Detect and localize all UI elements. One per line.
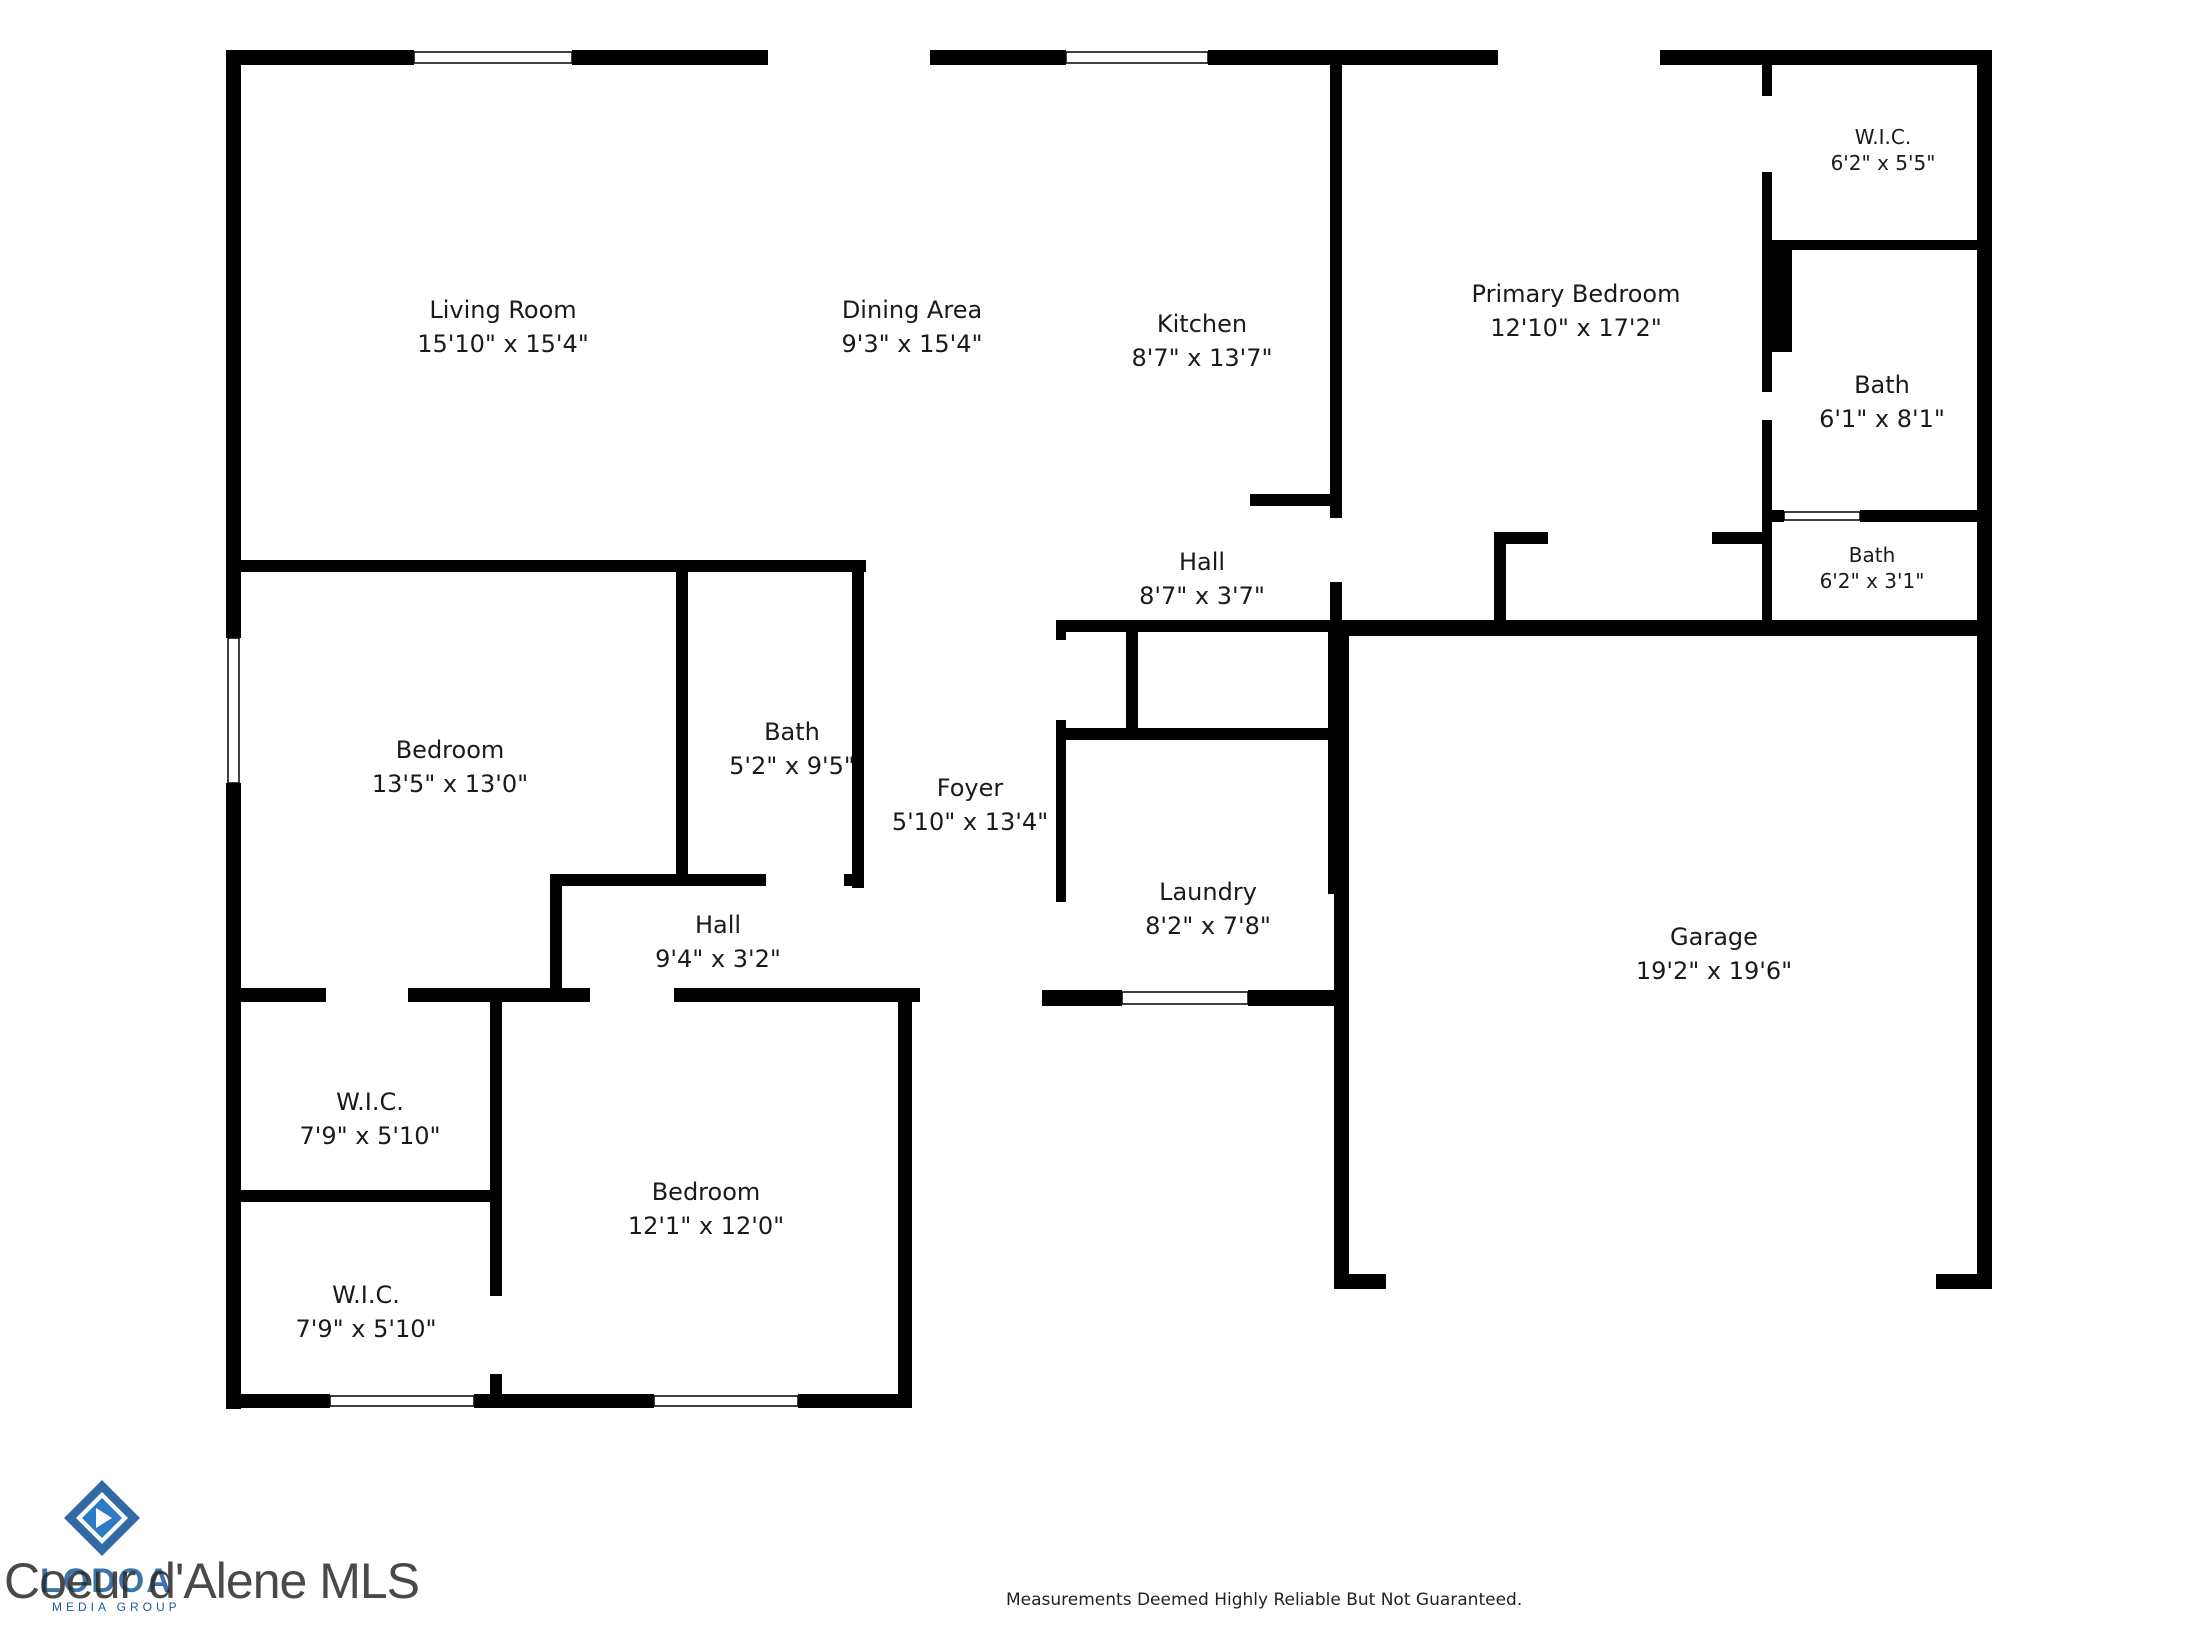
bath-hall-dimensions: 5'2" x 9'5" — [729, 752, 855, 780]
bath-small-name: Bath — [1849, 543, 1896, 567]
wic-2-name: W.I.C. — [332, 1281, 400, 1309]
play-diamond-icon — [64, 1480, 140, 1556]
dining-area-name: Dining Area — [842, 296, 982, 324]
hall-upper-dimensions: 8'7" x 3'7" — [1139, 582, 1265, 610]
walls — [226, 50, 1992, 1409]
wic-2-dimensions: 7'9" x 5'10" — [295, 1315, 436, 1343]
room-labels: Living Room 15'10" x 15'4" Dining Area 9'3"… — [295, 125, 1944, 1343]
wic-primary-dimensions: 6'2" x 5'5" — [1831, 151, 1936, 175]
hall-lower-dimensions: 9'4" x 3'2" — [655, 945, 781, 973]
primary-bedroom-name: Primary Bedroom — [1472, 280, 1681, 308]
wic-primary-name: W.I.C. — [1855, 125, 1911, 149]
living-room-name: Living Room — [429, 296, 576, 324]
bath-small-dimensions: 6'2" x 3'1" — [1820, 569, 1925, 593]
foyer-name: Foyer — [937, 774, 1004, 802]
living-room-dimensions: 15'10" x 15'4" — [417, 330, 589, 358]
logo-subtext: MEDIA GROUP — [52, 1600, 181, 1614]
bedroom-1-name: Bedroom — [396, 736, 505, 764]
laundry-dimensions: 8'2" x 7'8" — [1145, 912, 1271, 940]
kitchen-name: Kitchen — [1157, 310, 1247, 338]
wic-1-name: W.I.C. — [336, 1088, 404, 1116]
mls-watermark: Coeur d'Alene MLS — [4, 1553, 420, 1609]
bath-primary-name: Bath — [1854, 371, 1910, 399]
garage-dimensions: 19'2" x 19'6" — [1636, 957, 1792, 985]
windows — [227, 51, 1861, 1407]
garage-name: Garage — [1670, 923, 1758, 951]
primary-bedroom-dimensions: 12'10" x 17'2" — [1490, 314, 1662, 342]
foyer-dimensions: 5'10" x 13'4" — [892, 808, 1048, 836]
wic-1-dimensions: 7'9" x 5'10" — [299, 1122, 440, 1150]
bath-primary-dimensions: 6'1" x 8'1" — [1819, 405, 1945, 433]
disclaimer-text: Measurements Deemed Highly Reliable But … — [1006, 1590, 1523, 1610]
bath-hall-name: Bath — [764, 718, 820, 746]
hall-lower-name: Hall — [695, 911, 741, 939]
kitchen-dimensions: 8'7" x 13'7" — [1131, 344, 1272, 372]
logo-text: LODOA — [40, 1562, 173, 1600]
dining-area-dimensions: 9'3" x 15'4" — [841, 330, 982, 358]
laundry-name: Laundry — [1159, 878, 1257, 906]
hall-upper-name: Hall — [1179, 548, 1225, 576]
bedroom-1-dimensions: 13'5" x 13'0" — [372, 770, 528, 798]
bedroom-2-dimensions: 12'1" x 12'0" — [628, 1212, 784, 1240]
bedroom-2-name: Bedroom — [652, 1178, 761, 1206]
